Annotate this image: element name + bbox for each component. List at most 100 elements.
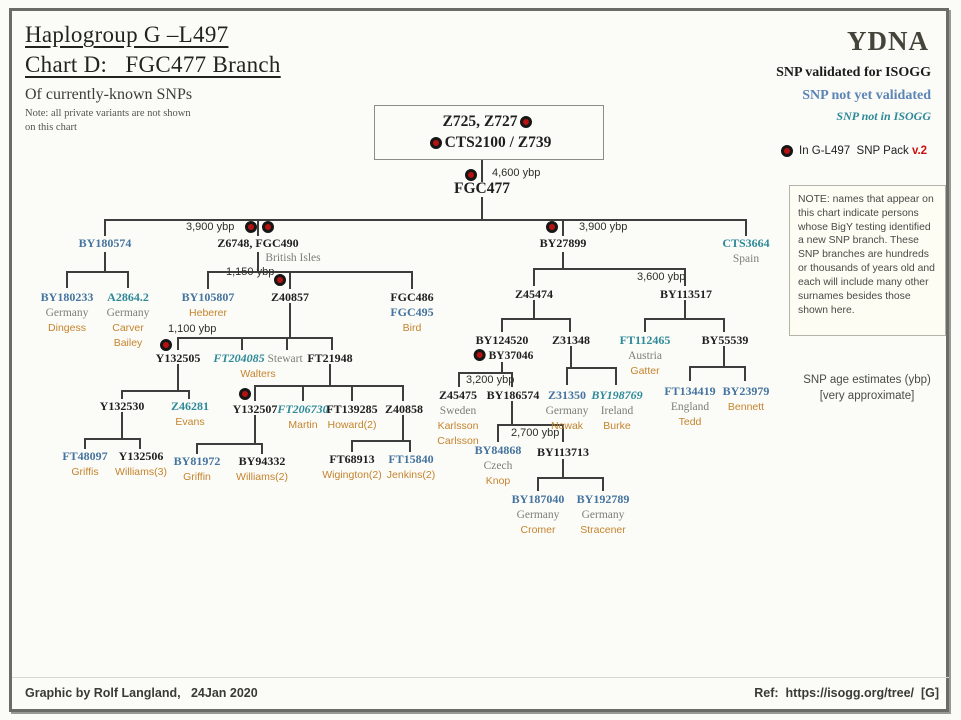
tree-node-label: BY105807 <box>181 290 235 304</box>
tree-node-label: Evans <box>175 416 205 428</box>
tree-node-label: BY113713 <box>536 445 590 459</box>
tree-connector-line <box>409 440 411 452</box>
tree-node-label: FT15840 <box>388 452 434 466</box>
tree-connector-line <box>177 337 333 339</box>
tree-node-label: BY187040 <box>511 492 565 506</box>
tree-connector-line <box>745 219 747 236</box>
tree-connector-line <box>207 271 209 289</box>
tree-node-label: Y132506 <box>118 449 164 463</box>
snp-pack-dot-icon <box>520 116 533 128</box>
tree-node-label: BY81972 <box>173 454 221 468</box>
tree-connector-line <box>562 219 564 236</box>
tree-connector-line <box>689 366 746 368</box>
tree-connector-line <box>302 385 304 401</box>
tree-node-Y132507: Y132507 <box>233 402 278 417</box>
tree-node-label: FGC477 <box>454 180 510 197</box>
tree-node-label: Griffin <box>183 471 211 483</box>
tree-node-label: A2864.2 <box>107 290 149 304</box>
tree-node-label: BY113517 <box>659 287 713 301</box>
tree-connector-line <box>121 412 123 438</box>
tree-node-label: FT204085 <box>213 351 265 365</box>
snp-pack-dot-icon <box>465 169 477 181</box>
tree-node-label: Gatter <box>630 365 660 377</box>
snp-pack-dot-icon <box>429 137 442 149</box>
tree-node-Y132530: Y132530 <box>100 399 145 414</box>
surname-note-box: NOTE: names that appear on this chart in… <box>789 185 946 336</box>
age-label: 1,100 ybp <box>168 323 217 335</box>
tree-node-label: FT134419 <box>664 384 716 398</box>
tree-node-Y132505: Y132505 <box>156 351 201 366</box>
tree-node-label: Bird <box>402 322 422 334</box>
tree-connector-line <box>329 364 331 385</box>
age-label: 2,700 ybp <box>511 427 560 439</box>
tree-node-label: Bailey <box>113 337 143 349</box>
tree-node-label: FT21948 <box>307 351 353 365</box>
tree-node-label: Y132505 <box>155 351 201 365</box>
legend-snp-pack-version: v.2 <box>911 145 928 157</box>
tree-node-label: Martin <box>288 419 318 431</box>
tree-node-label: Z40857 <box>270 290 310 304</box>
tree-connector-line <box>562 424 564 442</box>
snp-pack-dot-icon <box>239 388 251 400</box>
tree-node-label: Nowak <box>550 420 584 432</box>
tree-connector-line <box>66 271 68 288</box>
snp-pack-dot-icon <box>546 221 558 233</box>
isogg-reference: Ref: https://isogg.org/tree/ [G] <box>754 686 939 700</box>
tree-node-label: BY84868 <box>474 443 522 457</box>
tree-connector-line <box>139 438 141 449</box>
snp-pack-dot-icon <box>473 349 486 361</box>
tree-connector-line <box>177 364 179 390</box>
tree-connector-line <box>511 372 513 387</box>
legend-snp-pack-label: In G-L497 SNP Pack <box>799 145 912 157</box>
tree-connector-line <box>351 385 353 401</box>
tree-node-label: Z40858 <box>384 402 424 416</box>
tree-node-BY186574: BY186574 <box>487 388 540 403</box>
tree-node-label: Z46281 <box>170 399 210 413</box>
legend-snp-validated: SNP validated for ISOGG <box>776 65 931 80</box>
tree-node-label: Burke <box>603 420 631 432</box>
tree-node-Z31348: Z31348 <box>552 333 590 348</box>
tree-connector-line <box>537 477 539 491</box>
tree-node-label: FT139285 <box>326 402 378 416</box>
tree-node-label: FGC486 <box>390 290 434 304</box>
tree-node-label: BY55539 <box>701 333 749 347</box>
tree-connector-line <box>511 401 513 424</box>
tree-connector-line <box>331 337 333 350</box>
tree-node-label: Tedd <box>678 416 702 428</box>
tree-connector-line <box>615 367 617 385</box>
tree-node-Z40858: Z40858 <box>385 402 423 417</box>
tree-connector-line <box>562 252 564 268</box>
tree-connector-line <box>411 271 413 289</box>
tree-node-label: Carver <box>112 322 144 334</box>
tree-connector-line <box>533 268 686 270</box>
snp-pack-dot-icon <box>781 145 793 157</box>
tree-node-label: Jenkins(2) <box>386 469 436 481</box>
tree-node-label: BY94332 <box>238 454 286 468</box>
tree-connector-line <box>66 271 129 273</box>
tree-connector-line <box>289 303 291 337</box>
tree-connector-line <box>481 158 483 182</box>
tree-connector-line <box>84 438 141 440</box>
tree-connector-line <box>84 438 86 449</box>
tree-connector-line <box>207 271 413 273</box>
age-label: 1,150 ybp <box>226 266 275 278</box>
chart-subtitle: Of currently-known SNPs <box>25 86 193 103</box>
tree-connector-line <box>196 443 263 445</box>
tree-connector-line <box>104 252 106 271</box>
tree-connector-line <box>261 443 263 454</box>
tree-node-label: Walters <box>240 368 276 380</box>
